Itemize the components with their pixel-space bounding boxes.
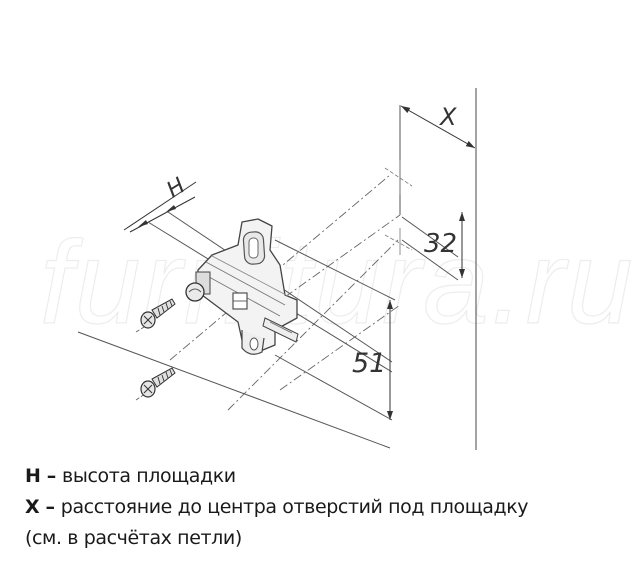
legend-note: (см. в расчётах петли) <box>25 527 242 549</box>
legend-key-h: H <box>25 465 41 487</box>
legend: H – высота площадки X – расстояние до це… <box>25 461 529 554</box>
x-dimension: X <box>399 103 476 215</box>
h-dimension-label: H <box>163 173 190 203</box>
legend-item-x: X – расстояние до центра отверстий под п… <box>25 492 529 523</box>
height-offset-dimension: 51 <box>274 300 393 421</box>
legend-item-h: H – высота площадки <box>25 461 528 492</box>
hole-spacing-label: 32 <box>424 229 457 259</box>
x-dimension-label: X <box>438 103 457 131</box>
wood-screw-upper <box>135 298 176 333</box>
legend-dash: – <box>40 465 63 487</box>
hole-centers <box>384 160 459 281</box>
legend-dash: – <box>39 496 61 518</box>
legend-text-h: высота площадки <box>62 465 236 487</box>
height-offset-label: 51 <box>352 348 386 379</box>
hole-spacing-dimension: 32 <box>424 212 465 278</box>
legend-text-x: расстояние до центра отверстий под площа… <box>60 496 529 518</box>
mounting-plate <box>185 218 299 355</box>
wood-screw-lower <box>135 367 176 401</box>
legend-key-x: X <box>25 496 40 518</box>
mounting-plate-diagram: X 32 <box>77 88 477 450</box>
